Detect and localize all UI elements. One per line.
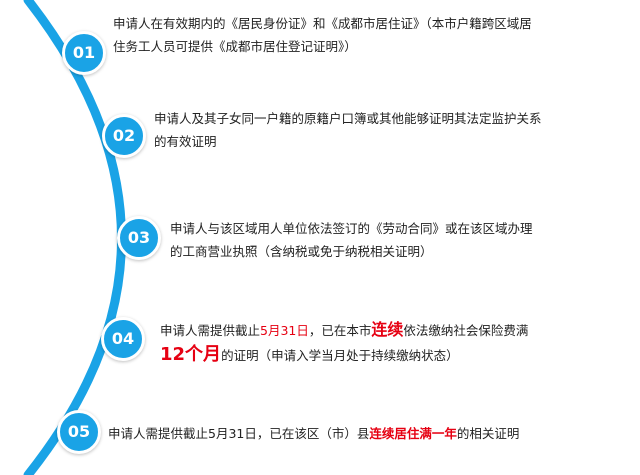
deadline-date: 5月31日 [260, 323, 309, 338]
step-badge-03: 03 [117, 216, 161, 260]
step-badge-02: 02 [102, 114, 146, 158]
requirement-item-04: 申请人需提供截止5月31日，已在本市连续依法缴纳社会保险费满 12个月的证明（申… [160, 318, 528, 368]
requirement-05-text-b: 的相关证明 [456, 426, 520, 441]
requirement-item-05: 申请人需提供截止5月31日，已在该区（市）县连续居住满一年的相关证明 [108, 422, 519, 445]
requirement-03-line2: 的工商营业执照（含纳税或免于纳税相关证明） [170, 244, 433, 259]
requirement-04-text-a: 申请人需提供截止 [160, 323, 261, 338]
residence-keyword: 连续居住满一年 [369, 426, 457, 441]
requirement-item-03: 申请人与该区域用人单位依法签订的《劳动合同》或在该区域办理 的工商营业执照（含纳… [170, 217, 533, 263]
months-requirement: 12个月 [160, 344, 222, 365]
requirement-03-line1: 申请人与该区域用人单位依法签订的《劳动合同》或在该区域办理 [170, 221, 533, 236]
requirement-04-text-c: 依法缴纳社会保险费满 [403, 323, 529, 338]
requirement-item-01: 申请人在有效期内的《居民身份证》和《成都市居住证》（本市户籍跨区域居 住务工人员… [113, 12, 532, 58]
step-badge-01: 01 [62, 31, 106, 75]
step-badge-05: 05 [57, 410, 101, 454]
requirement-02-line1: 申请人及其子女同一户籍的原籍户口簿或其他能够证明其法定监护关系 [154, 111, 542, 126]
requirement-01-line1: 申请人在有效期内的《居民身份证》和《成都市居住证》（本市户籍跨区域居 [113, 16, 532, 31]
requirement-04-text-d: 的证明（申请入学当月处于持续缴纳状态） [221, 348, 459, 363]
step-badge-04: 04 [101, 317, 145, 361]
requirement-02-line2: 的有效证明 [154, 134, 217, 149]
continuous-keyword: 连续 [371, 320, 404, 339]
requirement-04-line1: 申请人需提供截止5月31日，已在本市连续依法缴纳社会保险费满 [160, 318, 528, 343]
requirement-04-text-b: ，已在本市 [308, 323, 372, 338]
requirement-05-text-a: 申请人需提供截止5月31日，已在该区（市）县 [108, 426, 370, 441]
requirement-item-02: 申请人及其子女同一户籍的原籍户口簿或其他能够证明其法定监护关系 的有效证明 [154, 107, 542, 153]
requirement-04-line2: 12个月的证明（申请入学当月处于持续缴纳状态） [160, 343, 528, 368]
requirement-01-line2: 住务工人员可提供《成都市居住登记证明》） [113, 39, 357, 54]
requirement-05-line1: 申请人需提供截止5月31日，已在该区（市）县连续居住满一年的相关证明 [108, 422, 519, 445]
